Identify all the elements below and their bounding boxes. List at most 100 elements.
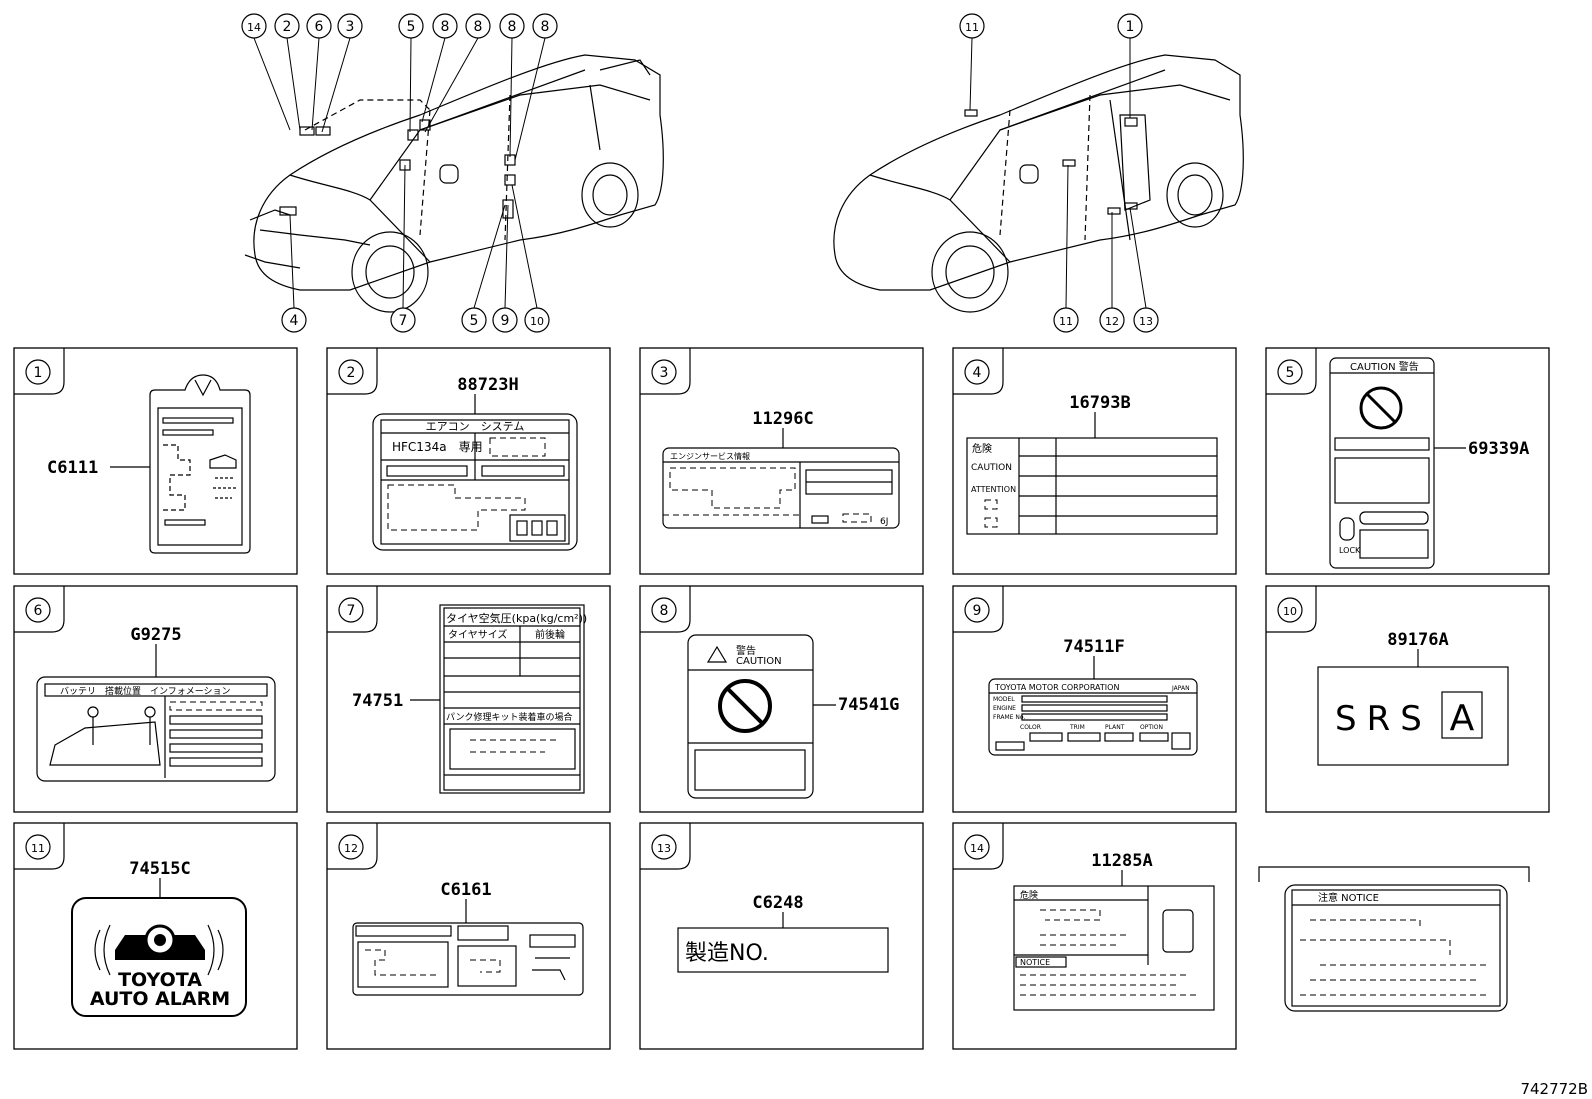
callout-circle (1117, 13, 1143, 39)
svg-text:危険: 危険 (1020, 889, 1038, 901)
label-illustration-7: タイヤ空気圧(kpa(kg/cm²)) タイヤサイズ 前後輪 パンク修理キット装… (439, 604, 587, 794)
callout-leader (424, 37, 479, 133)
label-illustration-11: TOYOTA AUTO ALARM (71, 897, 247, 1017)
svg-text:SRS: SRS (1335, 699, 1432, 739)
callout-6: 6 (306, 13, 332, 131)
callout-circle (959, 13, 985, 39)
callout-8: 8 (424, 13, 491, 133)
panel-number-circle (338, 359, 364, 385)
panel-tab (14, 586, 65, 633)
label-illustration-13: 製造NO. (677, 927, 889, 973)
callout-7: 7 (390, 164, 416, 333)
panel-number-circle (964, 834, 990, 860)
callout-9: 9 (492, 204, 518, 333)
panel-number-circle (338, 597, 364, 623)
part-number: 11296C (752, 409, 813, 429)
svg-text:HFC134a 専用: HFC134a 専用 (392, 440, 483, 454)
callout-circle (1053, 307, 1079, 333)
part-number: 11285A (1091, 851, 1152, 871)
label-panels: 1C6111288723H311296C416793B569339A6G9275… (13, 347, 1550, 1050)
diagram-id: 742772B (1520, 1080, 1588, 1098)
callout-circle (1099, 307, 1125, 333)
panel-number-circle (651, 359, 677, 385)
callout-circle (390, 307, 416, 333)
panel-tab (14, 348, 65, 395)
callout-leader (286, 37, 301, 131)
panel-tab (640, 348, 691, 395)
label-illustration-6: バッテリ 搭載位置 インフォメーション (36, 676, 276, 782)
part-number: G9275 (130, 625, 181, 645)
panel-number-circle (651, 597, 677, 623)
callout-number: 5 (407, 19, 416, 35)
callout-circle (274, 13, 300, 39)
callout-11: 11 (959, 13, 985, 111)
svg-text:警告: 警告 (736, 644, 756, 657)
part-number: 74541G (838, 695, 899, 715)
panel-tab (14, 823, 65, 870)
svg-text:パンク修理キット装着車の場合: パンク修理キット装着車の場合 (446, 711, 572, 723)
callout-number: 1 (1126, 19, 1135, 35)
panel-number: 13 (657, 842, 671, 855)
callout-5: 5 (461, 204, 506, 333)
callout-13: 13 (1129, 207, 1159, 333)
callout-circle (241, 13, 267, 39)
panel-frame (326, 585, 611, 813)
panel-number-circle (338, 834, 364, 860)
callout-circle (398, 13, 424, 39)
callout-10: 10 (511, 184, 550, 333)
svg-text:A: A (1450, 698, 1475, 739)
panel-number-circle (1277, 597, 1303, 623)
callout-leader (504, 204, 509, 309)
callout-number: 6 (315, 19, 324, 35)
callout-8: 8 (421, 13, 458, 123)
panel-frame (1265, 585, 1550, 813)
svg-text:ATTENTION: ATTENTION (971, 485, 1016, 494)
panel-frame (639, 585, 924, 813)
callout-3: 3 (321, 13, 363, 133)
part-number: C6161 (440, 880, 491, 900)
label-illustration-8: 警告 CAUTION (687, 634, 814, 799)
callout-number: 2 (283, 19, 292, 35)
label-illustration-10: SRS A (1317, 666, 1509, 766)
callout-number: 8 (441, 19, 450, 35)
part-number: 88723H (457, 375, 518, 395)
svg-text:MODEL: MODEL (993, 696, 1015, 703)
panel-number: 14 (970, 842, 984, 855)
svg-text:タイヤサイズ: タイヤサイズ (448, 628, 507, 641)
svg-text:危険: 危険 (972, 443, 992, 455)
panel-number: 12 (344, 842, 358, 855)
callout-number: 3 (346, 19, 355, 35)
panel-number: 4 (973, 365, 982, 381)
panel-number: 1 (34, 365, 43, 381)
part-number: C6248 (752, 893, 803, 913)
callout-circle (532, 13, 558, 39)
part-number: 74511F (1063, 637, 1124, 657)
callout-circle (432, 13, 458, 39)
panel-frame (13, 822, 298, 1050)
callout-2: 2 (274, 13, 301, 131)
svg-text:6J: 6J (880, 517, 888, 527)
vehicle-left-illustration (244, 54, 664, 313)
callout-leader (509, 37, 513, 158)
callout-circle (499, 13, 525, 39)
panel-tab (953, 586, 1004, 633)
label-illustration-9: TOYOTA MOTOR CORPORATION JAPAN MODEL ENG… (988, 678, 1198, 756)
svg-text:OPTION: OPTION (1140, 724, 1163, 731)
panel-tab (953, 823, 1004, 870)
label-illustration-14: 危険 NOTICE 注意 NOTICE (1013, 866, 1530, 1012)
svg-text:FRAME No.: FRAME No. (993, 714, 1025, 721)
panel-number: 11 (31, 842, 45, 855)
panel-tab (1266, 586, 1317, 633)
callout-circle (465, 13, 491, 39)
callout-circle (306, 13, 332, 39)
svg-text:TOYOTA: TOYOTA (118, 969, 202, 991)
